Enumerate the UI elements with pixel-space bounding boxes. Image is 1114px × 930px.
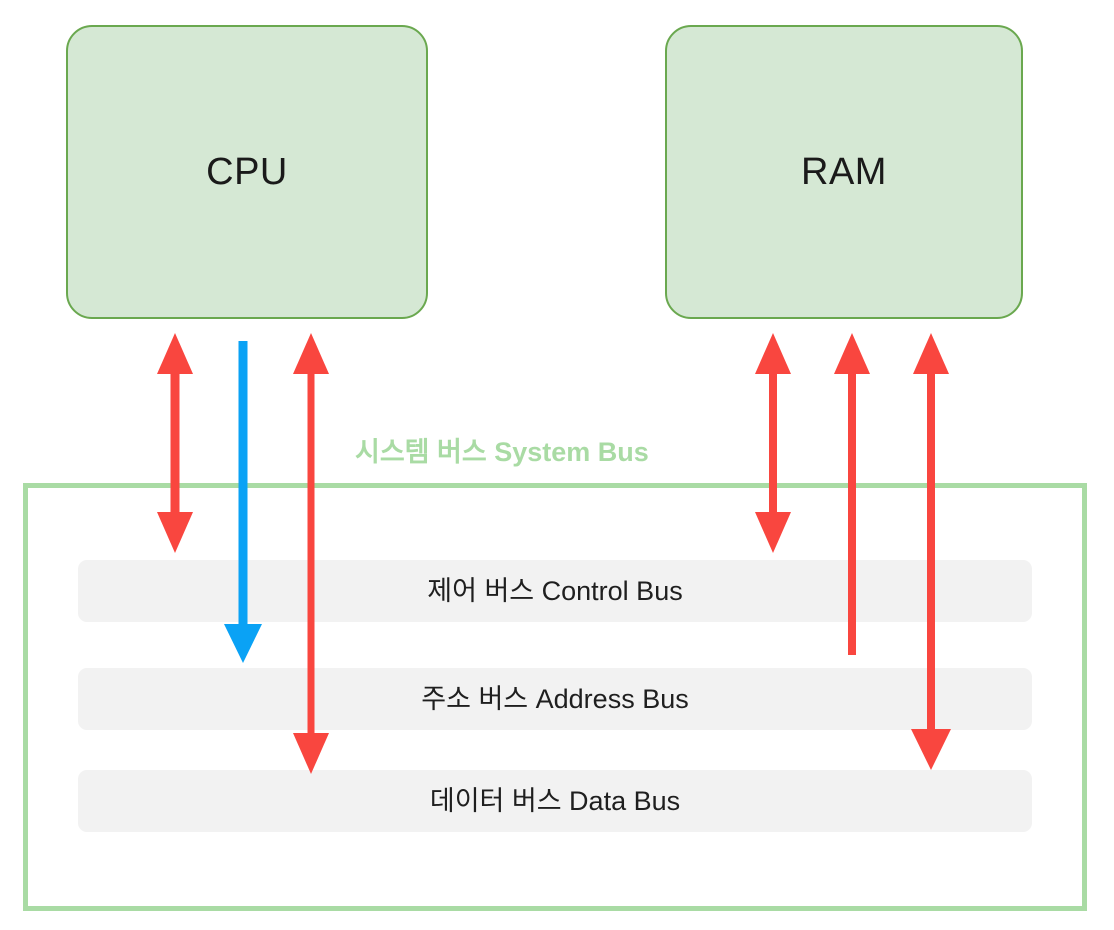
system-bus-container xyxy=(23,483,1087,911)
component-label-ram: RAM xyxy=(801,151,887,193)
bus-lane-label-data: 데이터 버스 Data Bus xyxy=(429,785,681,816)
bus-lane-address[interactable]: 주소 버스 Address Bus xyxy=(78,668,1032,730)
system-bus-title: 시스템 버스 System Bus xyxy=(355,437,649,467)
bus-lane-label-address: 주소 버스 Address Bus xyxy=(421,683,689,714)
component-box-ram[interactable]: RAM xyxy=(665,25,1023,319)
bus-lane-label-control: 제어 버스 Control Bus xyxy=(427,575,683,606)
bus-lane-control[interactable]: 제어 버스 Control Bus xyxy=(78,560,1032,622)
component-box-cpu[interactable]: CPU xyxy=(66,25,428,319)
bus-lane-data[interactable]: 데이터 버스 Data Bus xyxy=(78,770,1032,832)
component-label-cpu: CPU xyxy=(206,151,288,193)
